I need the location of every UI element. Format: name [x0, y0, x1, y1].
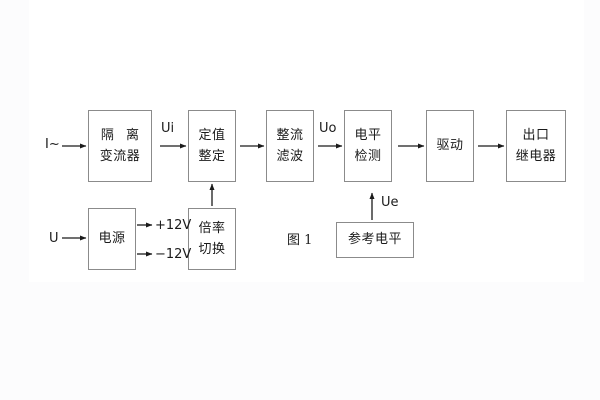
- signal-rail-negative: −12V: [155, 247, 192, 262]
- block-isolation-ct[interactable]: 隔 离 变流器: [88, 110, 152, 182]
- block-output-relay[interactable]: 出口 继电器: [506, 110, 566, 182]
- block-output-relay-line2: 继电器: [515, 149, 557, 164]
- signal-input-voltage: U: [49, 231, 59, 246]
- block-power-supply[interactable]: 电源: [88, 208, 136, 270]
- block-reference-level-line1: 参考电平: [347, 232, 402, 248]
- block-setting-line2: 整定: [198, 149, 226, 164]
- signal-rail-positive: +12V: [155, 218, 192, 233]
- block-drive[interactable]: 驱动: [426, 110, 474, 182]
- block-rectify-filter[interactable]: 整流 滤波: [266, 110, 314, 182]
- signal-input-current: I~: [45, 137, 60, 152]
- block-rectify-filter-line1: 整流: [276, 127, 304, 143]
- signal-ui: Ui: [161, 121, 175, 136]
- block-output-relay-line1: 出口: [522, 127, 550, 143]
- block-drive-line1: 驱动: [436, 138, 464, 154]
- block-isolation-ct-line2: 变流器: [99, 149, 141, 164]
- block-isolation-ct-line1: 隔 离: [100, 127, 144, 143]
- block-setting-line1: 定值: [198, 127, 226, 143]
- block-reference-level[interactable]: 参考电平: [336, 222, 414, 258]
- block-range-switch-line1: 倍率: [198, 220, 226, 236]
- signal-uo: Uo: [319, 121, 337, 136]
- block-range-switch-line2: 切换: [198, 242, 226, 257]
- signal-ue: Ue: [381, 195, 399, 210]
- block-range-switch[interactable]: 倍率 切换: [188, 208, 236, 270]
- figure-caption: 图 1: [287, 233, 313, 248]
- block-power-supply-line1: 电源: [98, 231, 126, 247]
- block-rectify-filter-line2: 滤波: [276, 149, 304, 164]
- block-level-detect[interactable]: 电平 检测: [344, 110, 392, 182]
- block-level-detect-line1: 电平: [354, 127, 382, 143]
- block-setting[interactable]: 定值 整定: [188, 110, 236, 182]
- block-level-detect-line2: 检测: [354, 149, 382, 164]
